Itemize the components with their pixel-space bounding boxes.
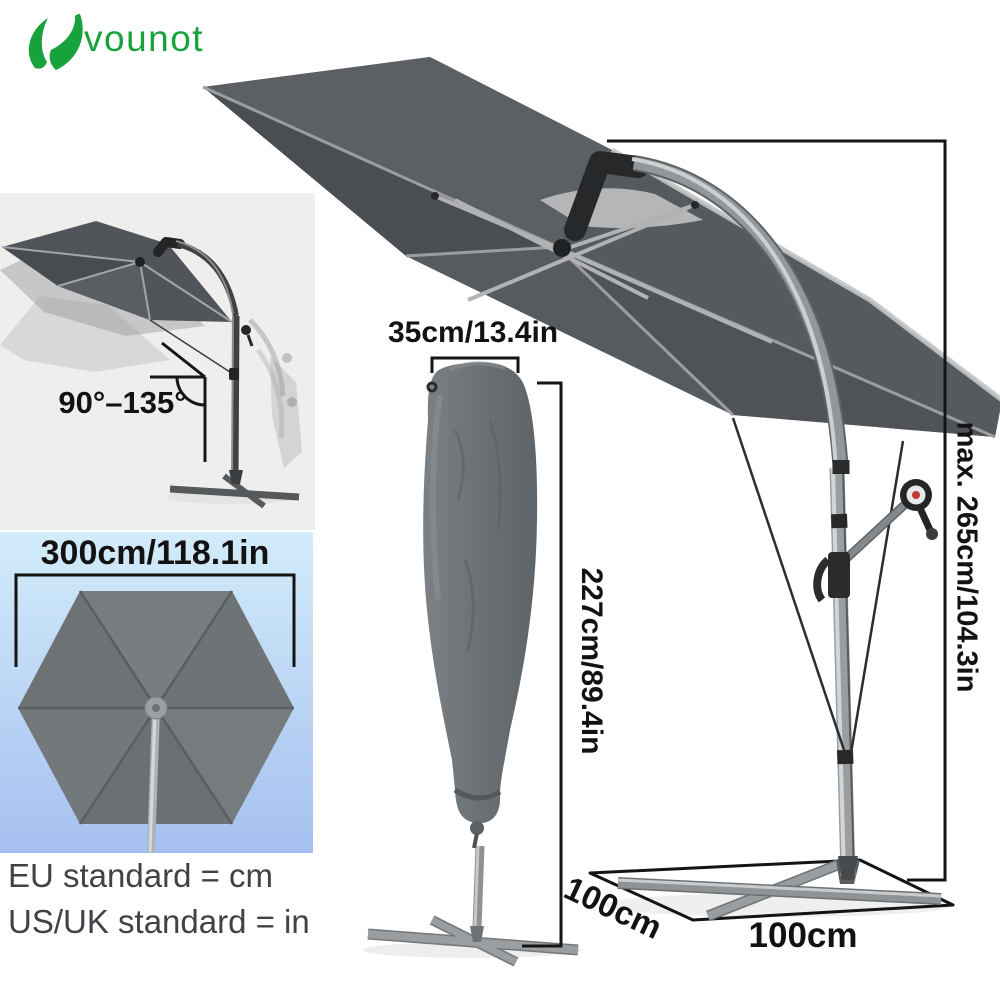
protective-cover: [423, 362, 538, 824]
tilt-angle-label: 90°–135°: [58, 385, 187, 420]
units-note-usuk: US/UK standard = in: [8, 903, 310, 940]
mini-umbrella: [1, 221, 300, 509]
base-footprint-outline: [588, 858, 955, 922]
vounot-leaf-icon: [28, 14, 83, 70]
dimension-bracket-300cm: [14, 573, 296, 667]
main-base-cross: [617, 856, 942, 922]
canopy-diameter-label: 300cm/118.1in: [40, 534, 270, 572]
tilt-range-panel: [0, 193, 315, 530]
umbrella-max-height-label: max. 265cm/104.3in: [950, 421, 983, 693]
cover-hanging-loop: [426, 381, 438, 393]
tilt-angle-annotation: [150, 341, 207, 462]
main-umbrella-figure: [202, 57, 1000, 922]
base-width-label: 100cm: [748, 916, 858, 955]
tension-ropes: [731, 417, 905, 754]
tilt-lever: [813, 556, 831, 603]
canopy: [202, 57, 1000, 439]
brand-name: vounot: [84, 18, 205, 59]
main-pole: [829, 460, 858, 880]
dimension-line-227cm: [522, 381, 563, 948]
units-note: EU standard = cm US/UK standard = in: [8, 853, 310, 945]
rib-truss: [434, 194, 773, 344]
units-note-eu: EU standard = cm: [8, 857, 274, 894]
brand-logo: [14, 6, 86, 79]
canopy-hub: [553, 239, 571, 257]
ghost-canopy-2: [0, 296, 170, 372]
crank-handle: [900, 479, 938, 540]
dimension-bracket-35cm: [430, 356, 520, 373]
top-view-panel: [0, 532, 313, 853]
arm-elbow-joint: [564, 151, 649, 241]
pole-clamp: [828, 552, 850, 598]
cover-height-label: 227cm/89.4in: [575, 567, 608, 755]
cover-width-label: 35cm/13.4in: [388, 316, 559, 349]
dimension-line-265cm: [607, 139, 947, 882]
umbrella-cover-figure: [362, 356, 582, 967]
top-view-umbrella: [18, 590, 294, 853]
